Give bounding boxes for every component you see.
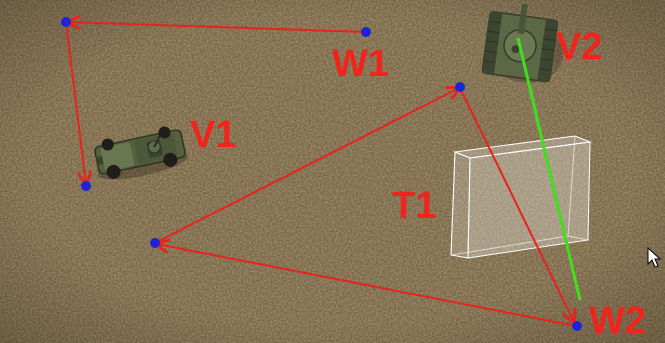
path-segment xyxy=(65,21,86,184)
label-w1: W1 xyxy=(332,43,389,85)
waypoint-marker[interactable] xyxy=(61,17,71,27)
mouse-pointer-icon xyxy=(647,246,662,268)
waypoint-marker[interactable] xyxy=(455,82,465,92)
humvee-icon[interactable] xyxy=(91,123,190,185)
waypoint-markers xyxy=(61,17,582,331)
waypoint-path-w1 xyxy=(65,21,367,184)
label-v1: V1 xyxy=(190,114,236,156)
waypoint-marker[interactable] xyxy=(572,321,582,331)
line-of-sight xyxy=(516,37,582,301)
path-segment xyxy=(157,244,577,327)
path-segment xyxy=(154,88,459,244)
trigger-volume-t1[interactable] xyxy=(450,135,592,259)
label-t1: T1 xyxy=(392,185,436,227)
waypoint-marker[interactable] xyxy=(81,181,91,191)
waypoint-path-w2 xyxy=(154,87,577,327)
waypoint-marker[interactable] xyxy=(361,27,371,37)
label-v2: V2 xyxy=(556,26,602,68)
label-w2: W2 xyxy=(589,300,646,342)
waypoint-marker[interactable] xyxy=(150,238,160,248)
path-segment xyxy=(68,22,367,33)
path-segment xyxy=(459,87,574,322)
